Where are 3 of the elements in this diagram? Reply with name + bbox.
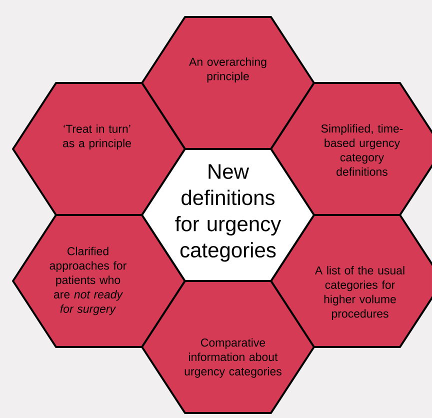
puzzle-piece: Comparative information about urgency categories <box>141 280 315 414</box>
center-puzzle-piece: New definitions for urgency categories <box>141 148 315 282</box>
puzzle-piece: An overarching principle <box>141 16 315 150</box>
